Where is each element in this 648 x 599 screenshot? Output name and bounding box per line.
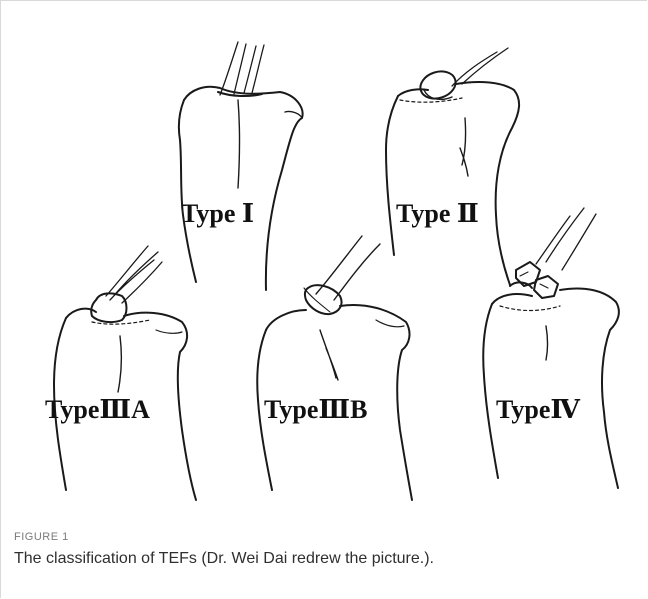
figure-caption-text: The classification of TEFs (Dr. Wei Dai … xyxy=(14,550,634,568)
label-type-3a: TypeⅢA xyxy=(45,395,150,424)
figure-number: FIGURE 1 xyxy=(14,531,634,543)
tef-classification-illustration: Type Ⅰ Type Ⅱ TypeⅢA TypeⅢB TypeⅣ xyxy=(0,0,648,520)
label-type-1: Type Ⅰ xyxy=(181,199,254,228)
type-3a-drawing xyxy=(54,246,196,500)
label-type-3b: TypeⅢB xyxy=(264,395,367,424)
figure-caption: FIGURE 1 The classification of TEFs (Dr.… xyxy=(14,531,634,568)
type-2-drawing xyxy=(386,48,519,285)
type-3b-drawing xyxy=(257,236,412,500)
type-4-drawing xyxy=(483,208,619,488)
label-type-2: Type Ⅱ xyxy=(396,199,479,228)
label-type-4: TypeⅣ xyxy=(496,395,580,424)
type-1-drawing xyxy=(179,42,303,290)
